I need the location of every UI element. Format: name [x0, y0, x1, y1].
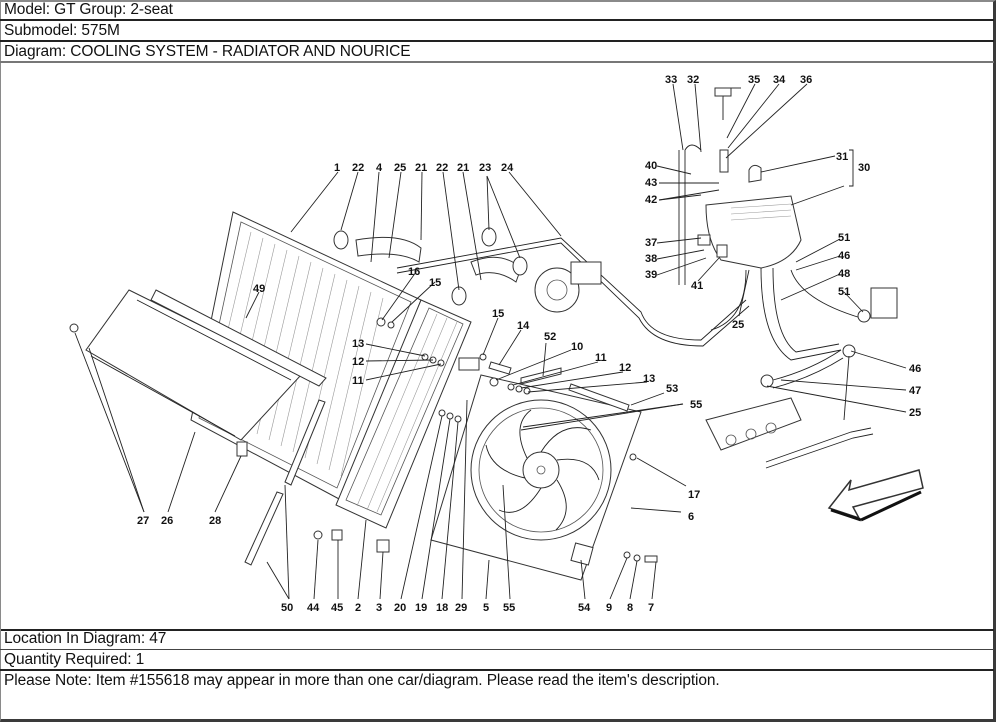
callout: 41 [691, 280, 703, 292]
callout: 7 [648, 602, 654, 614]
callout: 25 [909, 407, 921, 419]
callout: 11 [595, 352, 607, 364]
callout: 23 [479, 162, 491, 174]
callout: 11 [352, 375, 364, 387]
callout: 54 [578, 602, 591, 614]
diagram-title-row: Diagram: COOLING SYSTEM - RADIATOR AND N… [0, 42, 994, 63]
callout: 21 [457, 162, 469, 174]
location-row: Location In Diagram: 47 [0, 629, 994, 650]
callout: 27 [137, 515, 149, 527]
callout: 10 [571, 341, 583, 353]
leader-lines [74, 83, 907, 600]
callout: 35 [748, 74, 760, 86]
callout: 22 [352, 162, 364, 174]
cylinder-head-manifold [705, 397, 874, 469]
callout: 33 [665, 74, 677, 86]
callout: 51 [838, 232, 850, 244]
note-row: Please Note: Item #155618 may appear in … [4, 672, 720, 689]
callout: 18 [436, 602, 448, 614]
callout: 4 [376, 162, 383, 174]
callout: 51 [838, 286, 850, 298]
callout: 36 [800, 74, 812, 86]
callout: 42 [645, 194, 657, 206]
model-row: Model: GT Group: 2-seat [0, 0, 994, 21]
callout: 21 [415, 162, 427, 174]
callout: 30 [858, 162, 870, 174]
callout: 6 [688, 511, 694, 523]
callout: 25 [732, 319, 744, 331]
callout: 48 [838, 268, 850, 280]
callout: 50 [281, 602, 293, 614]
callout: 32 [687, 74, 699, 86]
callout: 46 [838, 250, 850, 262]
callout: 15 [492, 308, 504, 320]
callout: 14 [517, 320, 530, 332]
expansion-tank [678, 87, 802, 285]
callout: 22 [436, 162, 448, 174]
arrow-left-down-icon [827, 469, 924, 522]
callout: 55 [503, 602, 515, 614]
callout: 5 [483, 602, 489, 614]
callout: 46 [909, 363, 921, 375]
callout: 15 [429, 277, 441, 289]
condenser [335, 299, 472, 529]
callout: 24 [501, 162, 514, 174]
quantity-row: Quantity Required: 1 [0, 650, 994, 671]
callout: 17 [688, 489, 700, 501]
seal-strips [244, 399, 326, 566]
fasteners [69, 317, 658, 563]
group-bracket [849, 149, 854, 187]
exploded-view-drawing: 1 22 4 25 21 22 21 23 24 33 32 35 34 36 … [69, 74, 924, 614]
callout: 1 [334, 162, 340, 174]
callout: 39 [645, 269, 657, 281]
callout: 38 [645, 253, 657, 265]
callout-labels: 1 22 4 25 21 22 21 23 24 33 32 35 34 36 … [137, 74, 921, 614]
callout: 55 [690, 399, 702, 411]
air-deflector [85, 289, 327, 457]
callout: 19 [415, 602, 427, 614]
callout: 34 [773, 74, 786, 86]
callout: 3 [376, 602, 382, 614]
electric-fan [430, 374, 642, 581]
callout: 2 [355, 602, 361, 614]
callout: 43 [645, 177, 657, 189]
tank-hoses [710, 267, 898, 389]
callout: 53 [666, 383, 678, 395]
callout: 40 [645, 160, 657, 172]
callout: 16 [408, 266, 420, 278]
water-pump [534, 261, 602, 313]
callout: 29 [455, 602, 467, 614]
callout: 25 [394, 162, 406, 174]
parts-diagram: 1 22 4 25 21 22 21 23 24 33 32 35 34 36 … [1, 63, 994, 631]
callout: 12 [352, 356, 364, 368]
callout: 31 [836, 151, 848, 163]
callout: 20 [394, 602, 406, 614]
callout: 12 [619, 362, 631, 374]
callout: 13 [643, 373, 655, 385]
callout: 45 [331, 602, 343, 614]
callout: 28 [209, 515, 221, 527]
submodel-row: Submodel: 575M [0, 21, 994, 42]
callout: 37 [645, 237, 657, 249]
callout: 47 [909, 385, 921, 397]
callout: 52 [544, 331, 556, 343]
callout: 8 [627, 602, 633, 614]
callout: 9 [606, 602, 612, 614]
callout: 26 [161, 515, 173, 527]
callout: 49 [253, 283, 265, 295]
callout: 13 [352, 338, 364, 350]
callout: 44 [307, 602, 320, 614]
